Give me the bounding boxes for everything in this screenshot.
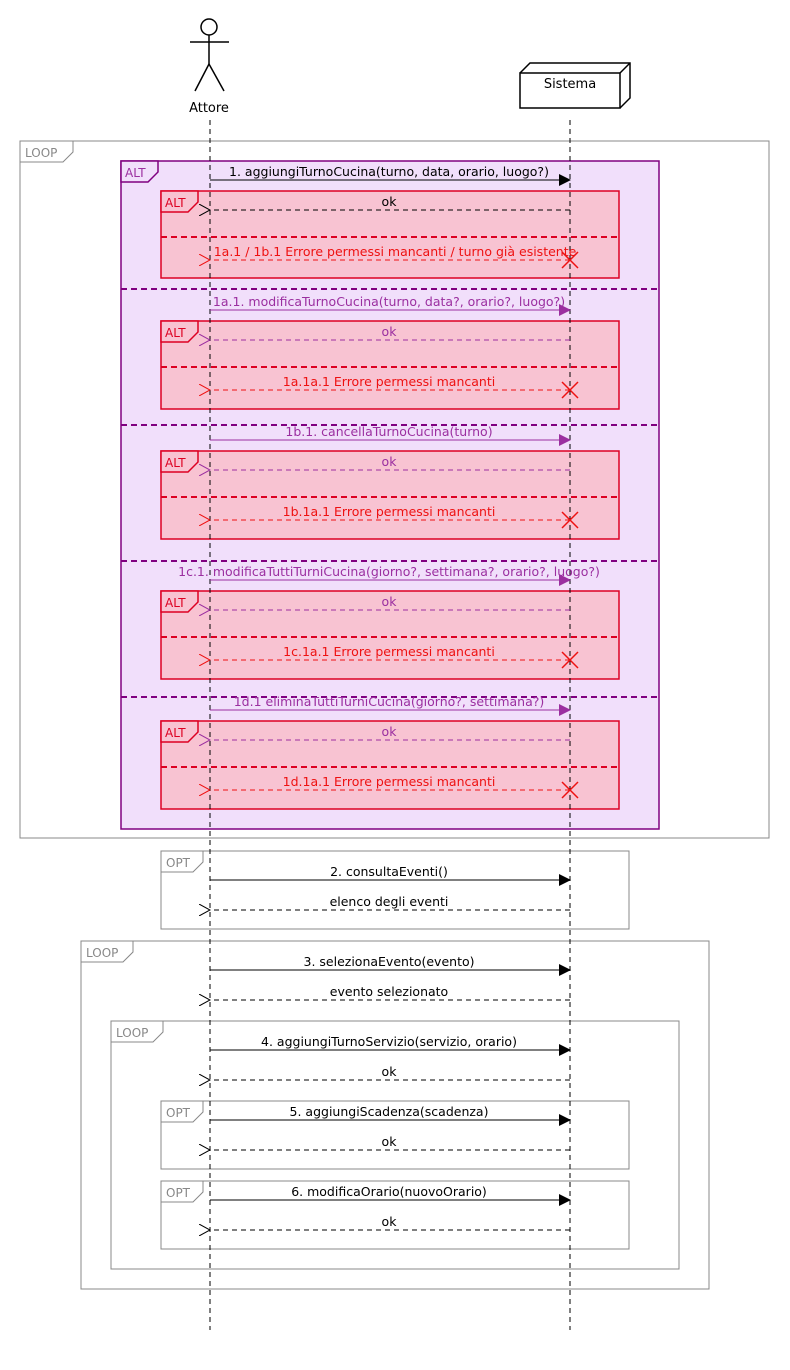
alt-frame-5: ALT [160, 720, 620, 810]
attore-actor: Attore [189, 18, 229, 116]
alt-frame-3: ALT [160, 450, 620, 540]
error-message-label: 1a.1 / 1b.1 Errore permessi mancanti / t… [214, 244, 577, 259]
message-label: 3. selezionaEvento(evento) [304, 954, 475, 969]
message-label: 1c.1. modificaTuttiTurniCucina(giorno?, … [178, 564, 600, 579]
alt-label: ALT [165, 326, 186, 340]
loop-frame-1: LOOP [19, 140, 770, 839]
loop-frame-2: LOOP [80, 940, 710, 1290]
message-label: evento selezionato [330, 984, 448, 999]
alt-label: ALT [165, 596, 186, 610]
message-label: ok [382, 724, 398, 739]
sistema-node: Sistema [519, 62, 631, 109]
opt-frame-1: OPT [160, 850, 630, 930]
destroy-x-icon [561, 251, 579, 269]
alt-frame-1: ALT [160, 190, 620, 279]
message-label: 4. aggiungiTurnoServizio(servizio, orari… [261, 1034, 517, 1049]
destroy-x-icon [561, 511, 579, 529]
error-message-label: 1d.1a.1 Errore permessi mancanti [283, 774, 496, 789]
message-label: 5. aggiungiScadenza(scadenza) [290, 1104, 489, 1119]
message-label: elenco degli eventi [330, 894, 449, 909]
message-label: ok [382, 324, 398, 339]
alt-frame-4: ALT [160, 590, 620, 680]
message-label: 1a.1. modificaTurnoCucina(turno, data?, … [213, 294, 565, 309]
message-label: ok [382, 1064, 398, 1079]
message-label: 2. consultaEventi() [330, 864, 448, 879]
destroy-x-icon [561, 781, 579, 799]
message-label: 1. aggiungiTurnoCucina(turno, data, orar… [229, 164, 549, 179]
attore-label: Attore [189, 101, 229, 116]
error-message-label: 1b.1a.1 Errore permessi mancanti [283, 504, 496, 519]
error-message-label: 1c.1a.1 Errore permessi mancanti [283, 644, 495, 659]
message-label: ok [382, 454, 398, 469]
opt-frame-2: OPT [160, 1100, 630, 1170]
opt-label: OPT [166, 1106, 191, 1120]
alt-label: ALT [125, 166, 146, 180]
message-label: ok [382, 194, 398, 209]
message-label: 1b.1. cancellaTurnoCucina(turno) [285, 424, 492, 439]
loop-label: LOOP [25, 146, 57, 160]
alt-label: ALT [165, 726, 186, 740]
error-message-label: 1a.1a.1 Errore permessi mancanti [283, 374, 495, 389]
message-label: ok [382, 594, 398, 609]
alt-label: ALT [165, 196, 186, 210]
message-label: ok [382, 1214, 398, 1229]
loop-label: LOOP [86, 946, 118, 960]
alt-frame-2: ALT [160, 320, 620, 410]
destroy-x-icon [561, 381, 579, 399]
destroy-x-icon [561, 651, 579, 669]
opt-label: OPT [166, 1186, 191, 1200]
sistema-label: Sistema [544, 77, 596, 92]
opt-label: OPT [166, 856, 191, 870]
node-box-icon [519, 62, 631, 109]
opt-frame-3: OPT [160, 1180, 630, 1250]
message-label: 6. modificaOrario(nuovoOrario) [291, 1184, 487, 1199]
stick-figure-icon [190, 18, 229, 92]
message-label: 1d.1 eliminaTuttiTurniCucina(giorno?, se… [234, 694, 545, 709]
loop-frame-3: LOOP [110, 1020, 680, 1270]
alt-label: ALT [165, 456, 186, 470]
message-label: ok [382, 1134, 398, 1149]
loop-label: LOOP [116, 1026, 148, 1040]
